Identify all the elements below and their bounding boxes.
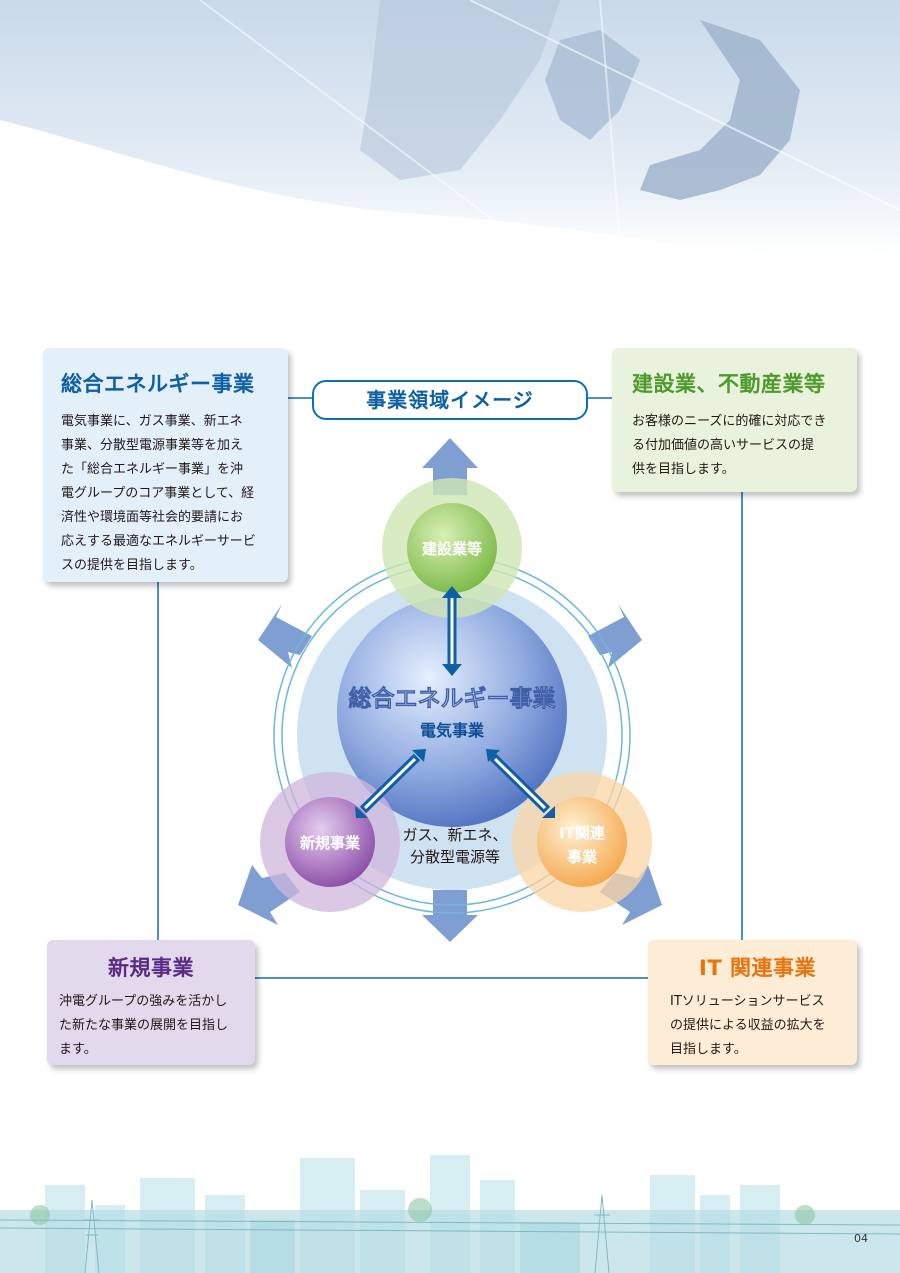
card-construction-body: お客様のニーズに的確に対応でき る付加価値の高いサービスの提 供を目指します。 [632, 414, 827, 477]
map-shape-japan [640, 20, 800, 200]
card-it-business-title: IT 関連事業 [699, 956, 816, 980]
gas-label-line1: ガス、新エネ、 [402, 826, 507, 844]
node-it-label-line2: 事業 [567, 848, 598, 866]
card-total-energy-title: 総合エネルギー事業 [61, 372, 255, 396]
card-total-energy-body: 電気事業に、ガス事業、新エネ 事業、分散型電源事業等を加え た「総合エネルギー事… [61, 414, 256, 573]
pylon-left [84, 1199, 100, 1273]
gas-label-line2: 分散型電源等 [410, 848, 500, 866]
card-construction: 建設業、不動産業等 お客様のニーズに的確に対応でき る付加価値の高いサービスの提… [612, 348, 857, 492]
header-background [0, 0, 900, 271]
arrow-down [422, 890, 478, 942]
map-shape-korea [545, 30, 640, 140]
card-it-business: IT 関連事業 ITソリューションサービス の提供による収益の拡大を 目指します… [648, 940, 857, 1065]
card-new-business-body: 沖電グループの強みを活かし た新たな事業の展開を目指し ます。 [59, 994, 229, 1057]
card-construction-title: 建設業、不動産業等 [632, 372, 826, 396]
node-it-circle [537, 797, 627, 887]
card-new-business: 新規事業 沖電グループの強みを活かし た新たな事業の展開を目指し ます。 [47, 940, 255, 1065]
arrow-upper-right [588, 604, 642, 668]
node-construction-label: 建設業等 [422, 540, 482, 558]
city-skyline [0, 1155, 900, 1273]
page-number: 04 [854, 1232, 868, 1245]
diagram-title: 事業領域イメージ [312, 380, 588, 420]
node-it-label-line1: IT関連 [559, 824, 606, 842]
card-it-business-body: ITソリューションサービス の提供による収益の拡大を 目指します。 [670, 994, 826, 1057]
node-new-label: 新規事業 [300, 834, 361, 852]
arrow-upper-left [258, 604, 312, 668]
card-new-business-title: 新規事業 [108, 956, 194, 980]
node-construction-circle [407, 503, 497, 593]
map-shape-mainland [360, 0, 560, 180]
card-total-energy: 総合エネルギー事業 電気事業に、ガス事業、新エネ 事業、分散型電源事業等を加え … [43, 348, 288, 582]
pylon-right [594, 1194, 610, 1273]
node-new-circle [285, 797, 375, 887]
core-subtitle: 電気事業 [420, 721, 485, 740]
core-title: 総合エネルギー事業 [349, 685, 557, 712]
